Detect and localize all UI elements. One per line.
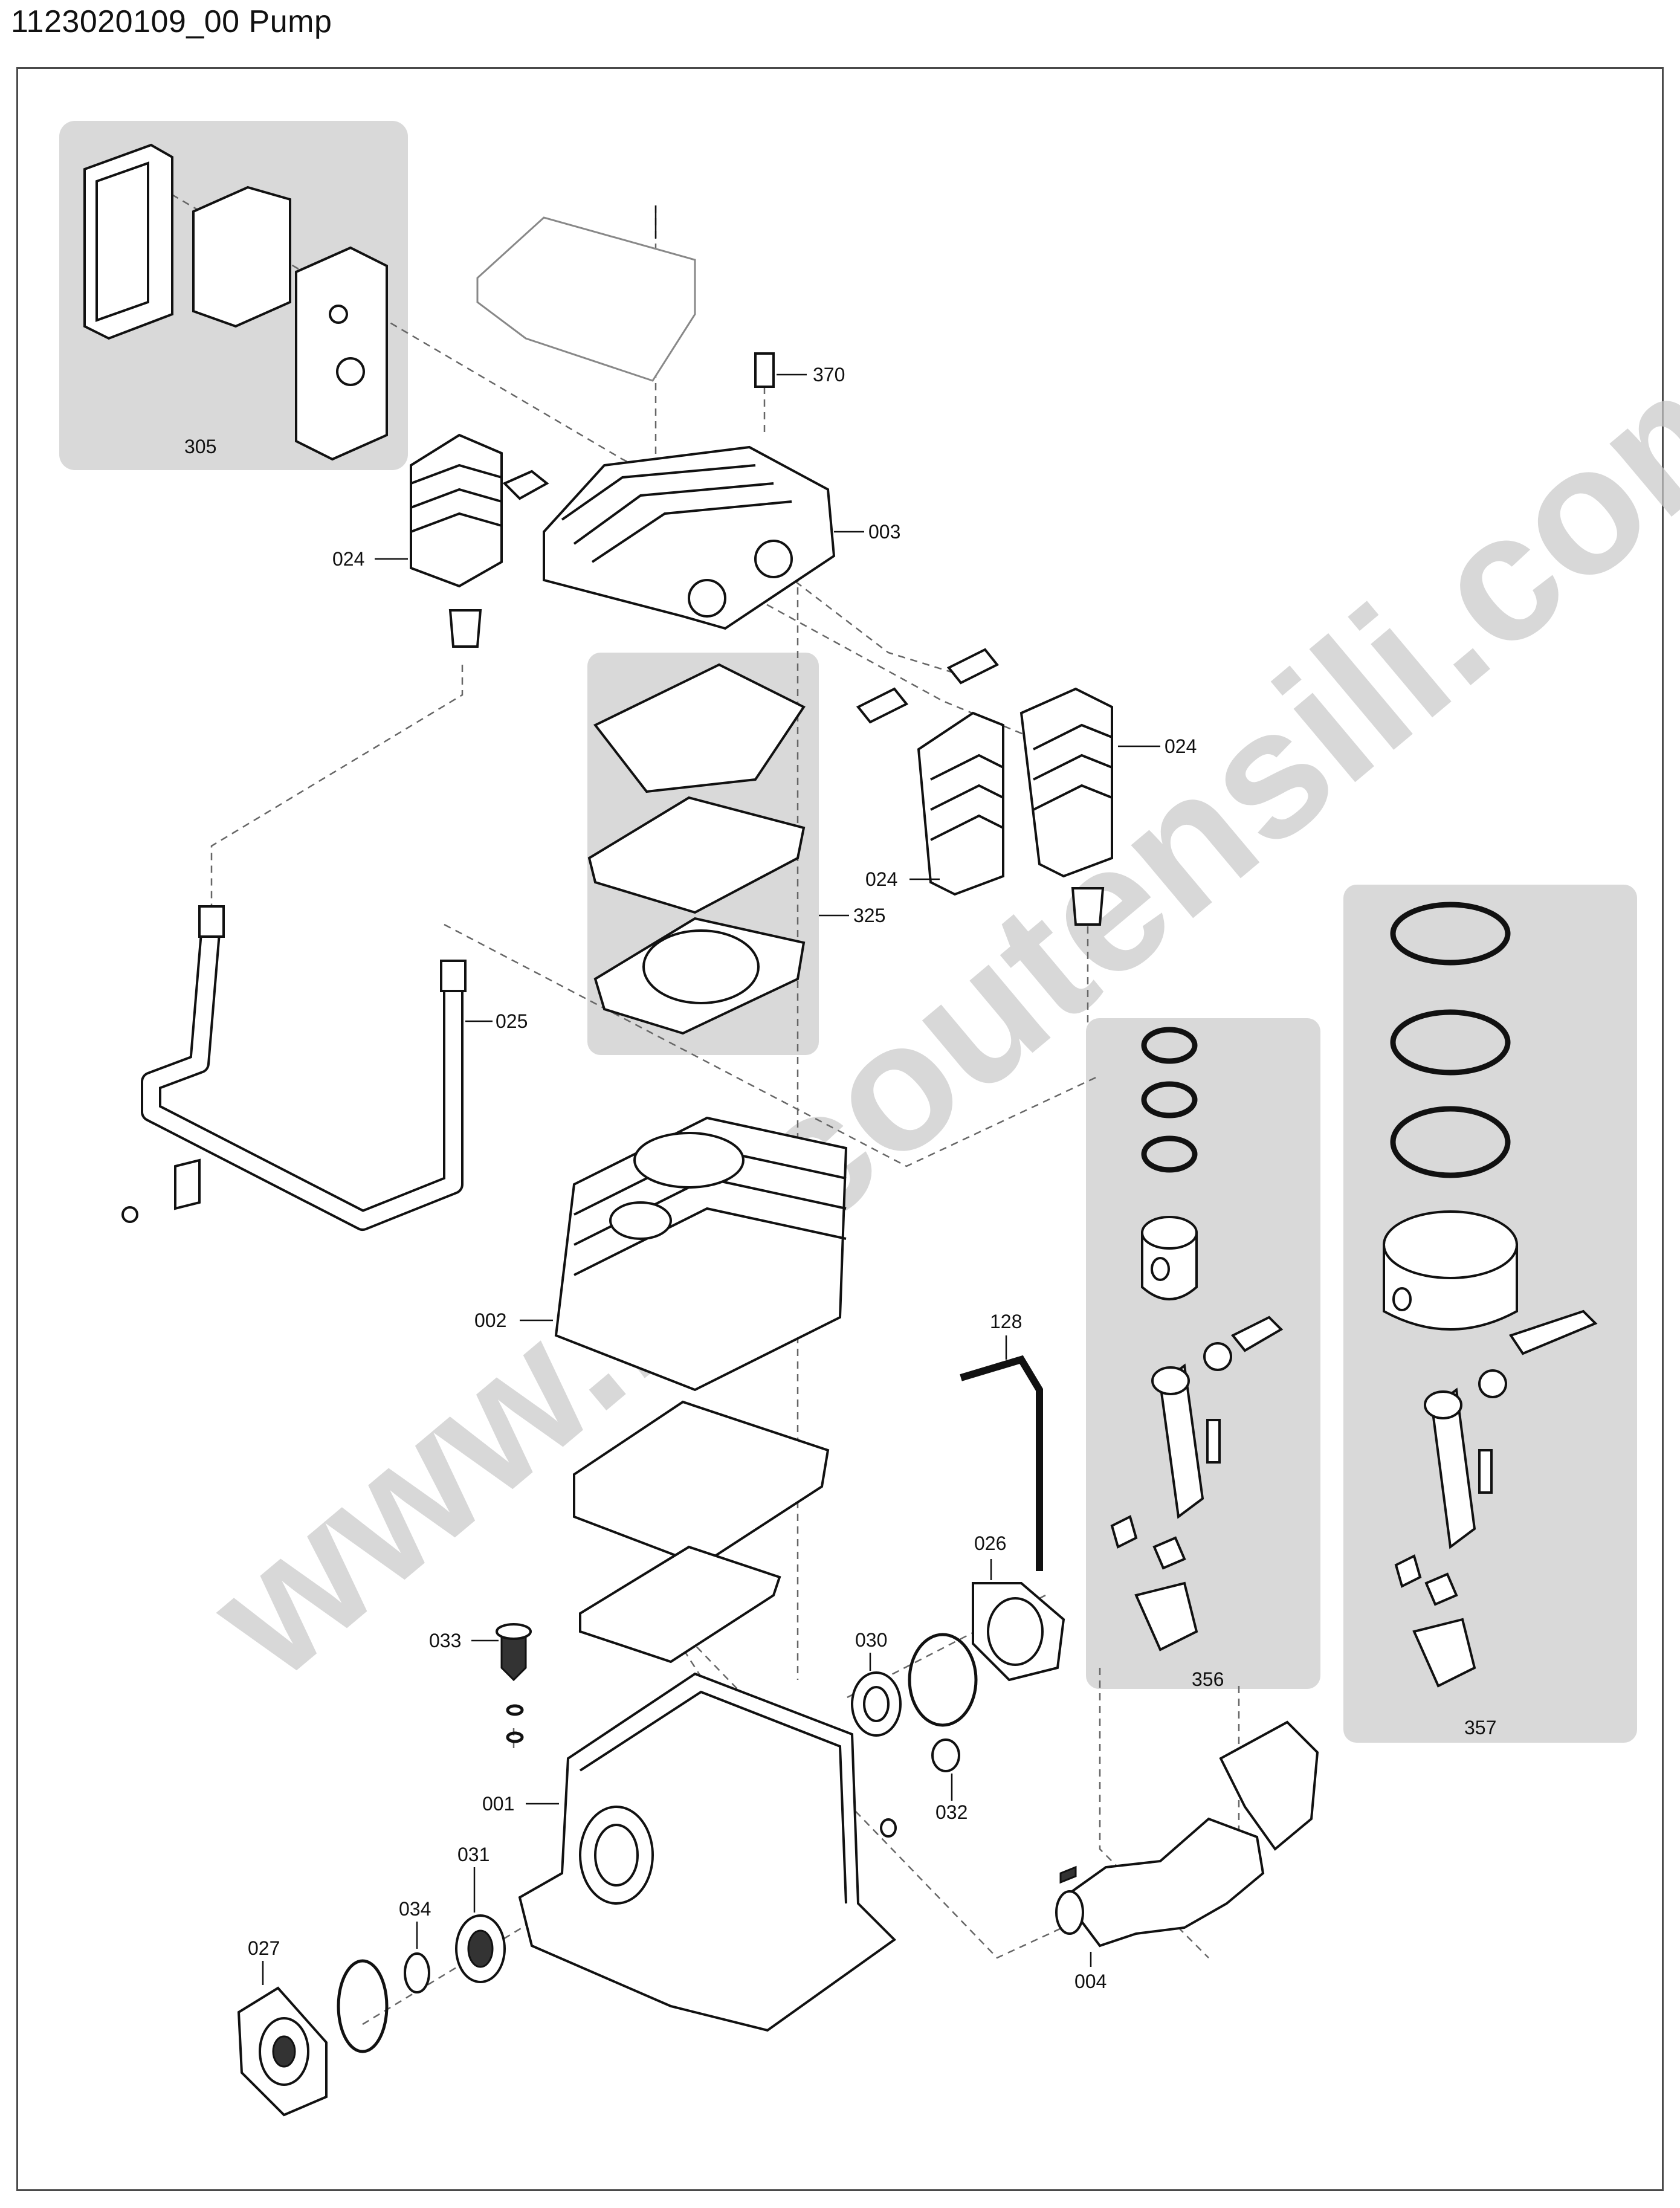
- page-title: 1123020109_00 Pump: [11, 4, 332, 39]
- base-gasket: [573, 1400, 830, 1567]
- circlip-034: [404, 1952, 430, 1993]
- label-001: 001: [482, 1793, 514, 1815]
- piston-group-356: [1110, 1027, 1284, 1651]
- drain-screw: [880, 1818, 897, 1838]
- head-cover: [476, 216, 696, 382]
- label-033: 033: [429, 1630, 461, 1651]
- valve-cooler-left: [410, 433, 503, 648]
- crankcase: [518, 1672, 897, 2032]
- gasket-small-2: [856, 687, 909, 724]
- label-128: 128: [990, 1311, 1022, 1332]
- label-026: 026: [974, 1532, 1006, 1554]
- o-ring-027: [337, 1959, 389, 2053]
- label-031: 031: [457, 1844, 489, 1865]
- label-034: 034: [399, 1898, 431, 1920]
- valve-cooler-right-1: [917, 711, 1004, 896]
- valve-plate-set: [587, 663, 806, 1035]
- o-ring-030: [908, 1633, 978, 1727]
- label-325: 325: [853, 905, 885, 926]
- cylinder-head: [543, 445, 836, 630]
- label-003: 003: [868, 521, 900, 543]
- bearing-housing-026: [972, 1582, 1065, 1682]
- label-030: 030: [855, 1629, 887, 1651]
- label-025: 025: [496, 1010, 528, 1032]
- label-004: 004: [1074, 1971, 1107, 1992]
- label-305: 305: [184, 436, 216, 457]
- gasket-small-1: [502, 470, 549, 500]
- bearing-cover-027: [237, 1986, 328, 2117]
- clamp-screw: [121, 1206, 138, 1223]
- label-002: 002: [474, 1309, 506, 1331]
- oil-seal-plate: [579, 1545, 781, 1664]
- crankshaft: [1055, 1720, 1319, 1948]
- dipstick: [960, 1355, 1043, 1571]
- fitting-370: [754, 352, 775, 388]
- cylinder-block: [554, 1116, 848, 1392]
- piston-group-357: [1383, 902, 1598, 1688]
- label-024-left: 024: [332, 548, 364, 570]
- gasket-small-3: [946, 648, 1000, 685]
- label-356: 356: [1192, 1668, 1224, 1690]
- group-panel-356: [1086, 1018, 1320, 1689]
- label-370: 370: [813, 364, 845, 386]
- label-024-right-top: 024: [1165, 735, 1197, 757]
- valve-cooler-right-2: [1019, 687, 1113, 926]
- pipe-clamp: [174, 1158, 201, 1210]
- air-filter-assembly: [83, 143, 388, 461]
- label-032: 032: [935, 1801, 968, 1823]
- breather-032: [931, 1738, 960, 1772]
- drawing-frame: [16, 67, 1664, 2191]
- label-357: 357: [1464, 1717, 1496, 1738]
- label-024-right-bottom: 024: [865, 868, 897, 890]
- label-027: 027: [248, 1937, 280, 1959]
